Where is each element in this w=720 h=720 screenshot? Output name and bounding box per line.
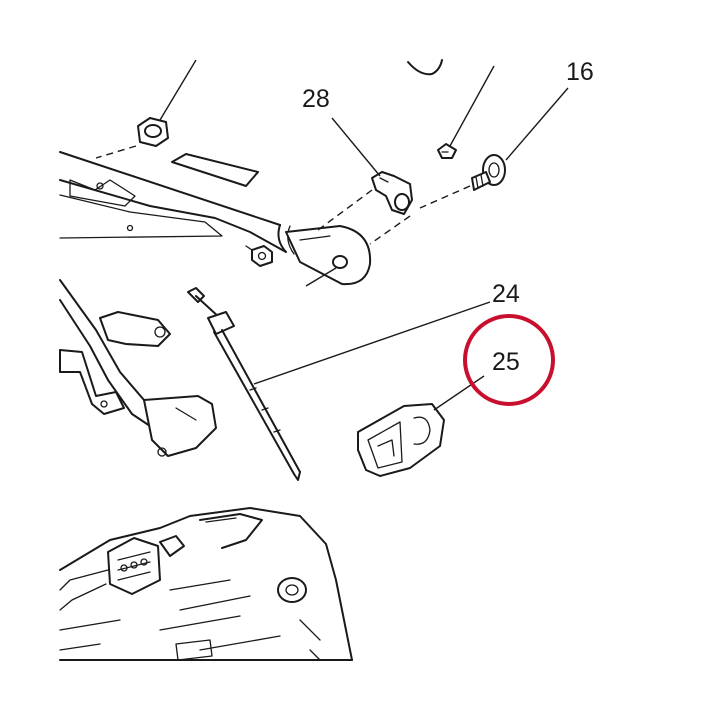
highlight-circle	[463, 314, 555, 406]
clip-part-28	[317, 117, 413, 245]
callout-25: 25	[492, 348, 520, 376]
engine-housing	[59, 507, 353, 661]
callout-28: 28	[302, 85, 330, 113]
cable-tie-part-24	[187, 287, 491, 481]
callout-24: 24	[492, 280, 520, 308]
label-plate	[171, 153, 259, 187]
top-edge-fragment	[407, 59, 443, 76]
lower-bracket	[59, 279, 217, 457]
small-screw	[437, 65, 495, 159]
frame-arm	[59, 151, 295, 255]
nut-top-left	[95, 59, 197, 159]
bolt-part-16	[419, 87, 569, 209]
connector-cover-part-25	[357, 375, 485, 477]
callout-16: 16	[566, 58, 594, 86]
frame-end-eyelet	[245, 225, 372, 287]
